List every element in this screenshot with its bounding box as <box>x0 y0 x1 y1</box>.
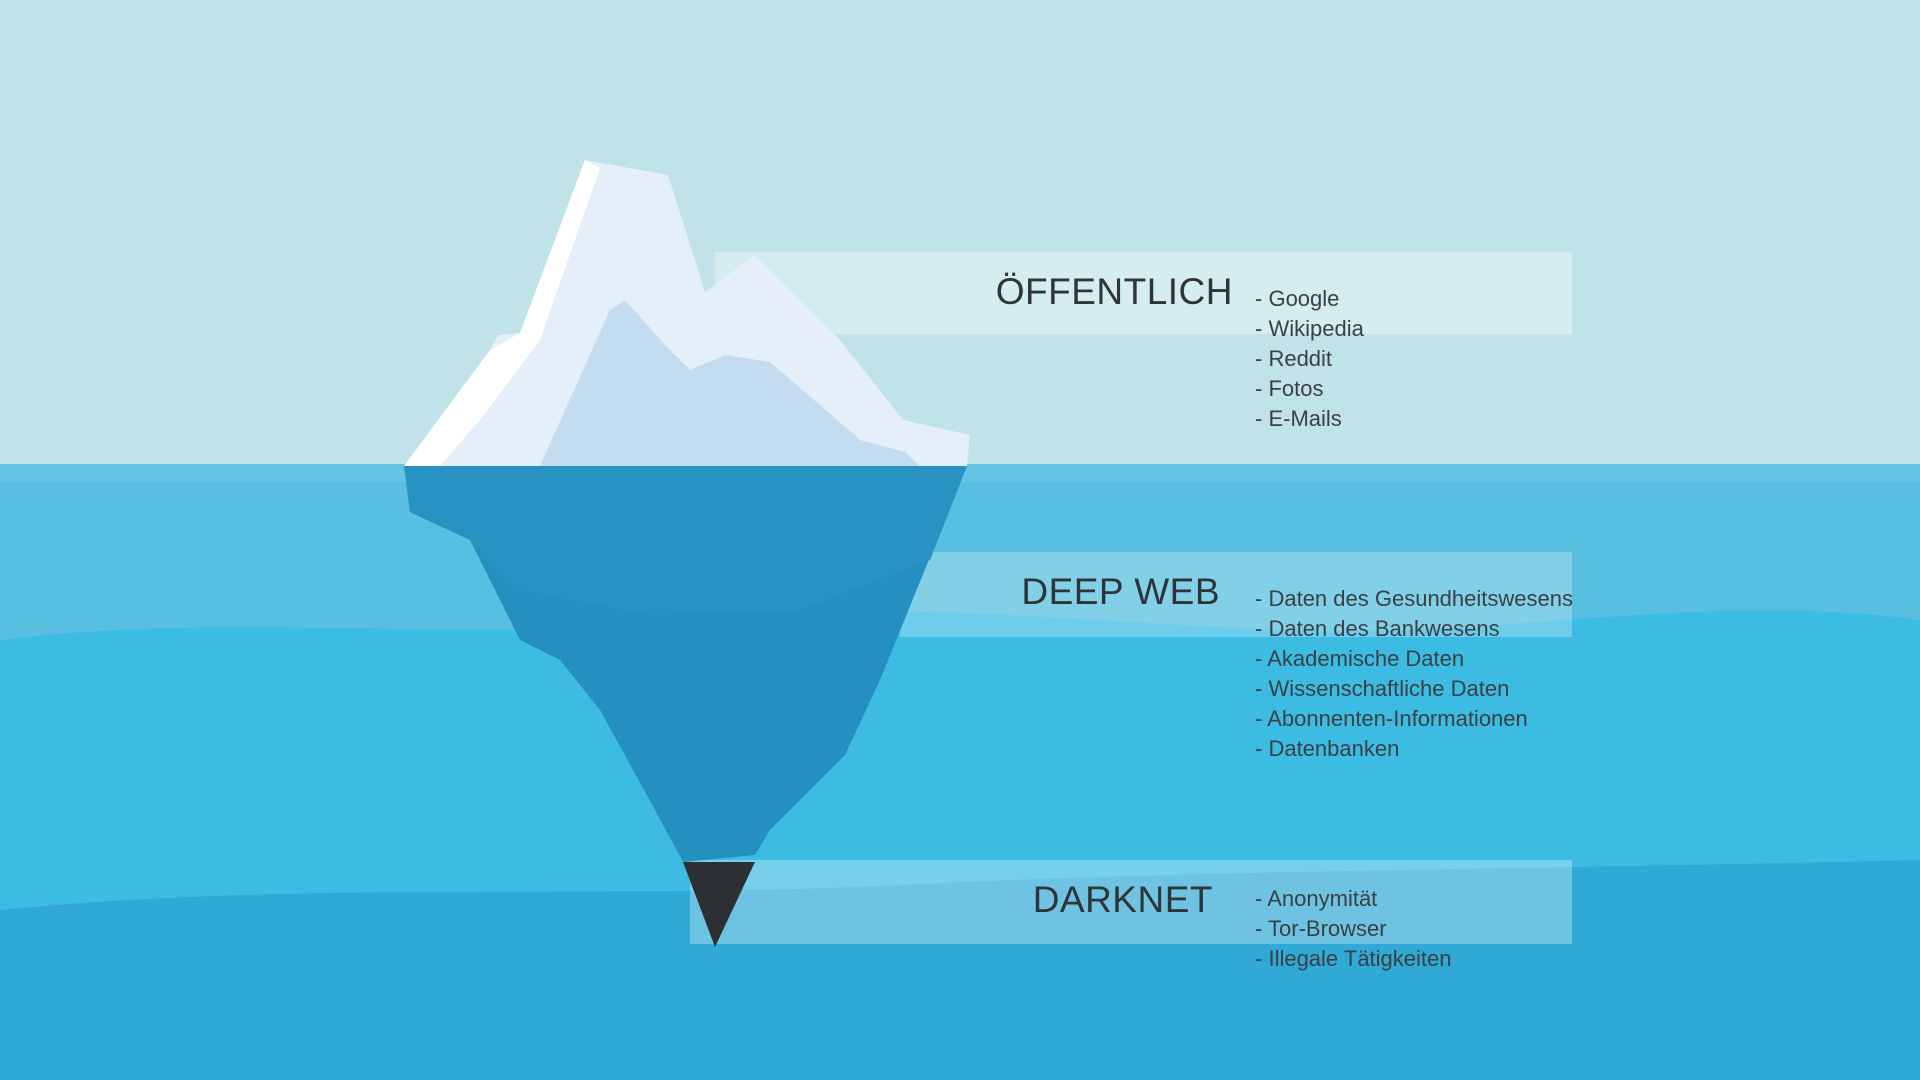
layer-list-darknet: Anonymität Tor-Browser Illegale Tätigkei… <box>1255 884 1452 974</box>
darknet-tip <box>683 862 755 947</box>
list-item: Reddit <box>1255 344 1364 374</box>
list-item: Daten des Bankwesens <box>1255 614 1573 644</box>
list-item: Fotos <box>1255 374 1364 404</box>
list-item: Wikipedia <box>1255 314 1363 344</box>
layer-title-deep-web: DEEP WEB <box>1021 571 1220 612</box>
list-item: Wissenschaftliche Daten <box>1255 674 1573 704</box>
list-item: Anonymität <box>1255 884 1452 914</box>
list-item: Tor-Browser <box>1255 914 1452 944</box>
band-public <box>715 252 1572 334</box>
sky <box>0 0 1920 466</box>
iceberg-top-shade <box>540 300 920 466</box>
list-item: E-Mails <box>1255 404 1364 434</box>
list-item: Illegale Tätigkeiten <box>1255 944 1451 974</box>
layer-list-deep-web: Daten des Gesundheitswesens Daten des Ba… <box>1255 584 1573 764</box>
list-item: Datenbanken <box>1255 734 1573 764</box>
list-item: Google <box>1255 284 1364 314</box>
layer-title-public: ÖFFENTLICH <box>995 271 1233 312</box>
iceberg-top-highlight <box>404 160 600 466</box>
list-item: Abonnenten-Informationen <box>1255 704 1573 734</box>
iceberg-underwater-top <box>404 466 967 615</box>
layer-title-darknet: DARKNET <box>1032 879 1213 920</box>
iceberg-top <box>404 160 970 466</box>
list-item: Daten des Gesundheitswesens <box>1255 584 1573 614</box>
list-item: Akademische Daten <box>1255 644 1573 674</box>
layer-list-public: Google Wikipedia Reddit Fotos E-Mails <box>1255 284 1364 434</box>
